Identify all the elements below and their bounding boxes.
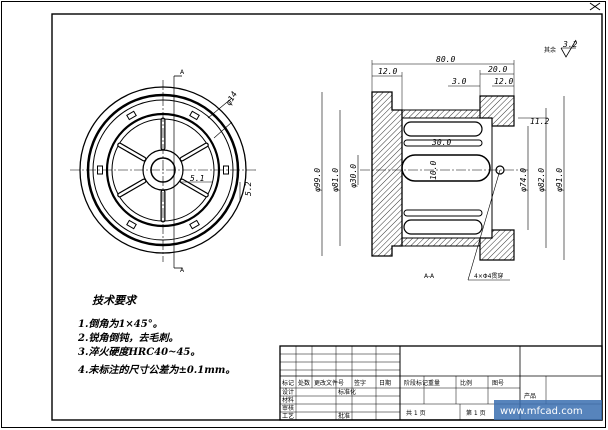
tech-notes-heading: 技术要求 — [92, 294, 138, 307]
radial-slot-inner — [118, 179, 146, 197]
dim-inner-step: 3.0 — [451, 77, 467, 86]
roughness-check-icon — [560, 39, 577, 58]
row-label-process: 工艺 — [282, 412, 294, 420]
radial-slot-inner — [118, 143, 146, 161]
dim-bore-left: φ81.0 — [331, 168, 340, 192]
dim-wall-thickness: 11.2 — [530, 117, 549, 126]
weight-label: 重量 — [428, 379, 440, 387]
std-label: 标准化 — [338, 388, 356, 396]
row-label-review: 审核 — [282, 404, 294, 412]
radial-slot-inner — [180, 179, 208, 197]
dim-right-1: φ74.0 — [519, 168, 528, 192]
dim-right-step-b: 12.0 — [494, 77, 513, 86]
dim-inner: φ30.0 — [349, 164, 358, 188]
dim-front-dia: φ14 — [224, 90, 239, 107]
col-label-sign: 签字 — [354, 379, 366, 387]
drawing-no-label: 图号 — [492, 380, 504, 387]
col-label-change-doc: 更改文件号 — [314, 379, 344, 387]
title-block: 标记 处数 更改文件号 签字 日期 设计 审核 工艺 标准化 批准 材料 阶段标… — [279, 345, 603, 421]
rim-notch — [189, 110, 200, 121]
tech-note-item: 1.倒角为1×45°。 — [78, 318, 163, 330]
section-view: 80.0 12.0 20.0 12.0 3.0 11.2 30.0 10.0 φ… — [313, 55, 565, 281]
roughness-label: 其余 — [544, 46, 556, 54]
dim-right-step-a: 20.0 — [488, 65, 507, 74]
col-label-date: 日期 — [379, 379, 391, 387]
sheet-number: 第 1 页 — [466, 409, 486, 417]
tech-note-item: 2.锐角倒钝，去毛刺。 — [77, 332, 178, 344]
watermark: www.mfcad.com — [500, 406, 583, 417]
slot-top-1 — [403, 121, 483, 137]
body-outline — [401, 117, 493, 239]
material-label: 材料 — [282, 396, 294, 404]
col-label-count: 处数 — [298, 379, 310, 387]
dim-outer-left: φ99.0 — [313, 168, 322, 192]
section-label-top: A — [180, 69, 185, 76]
section-view-label: A-A — [424, 273, 435, 280]
row-label-design: 设计 — [282, 388, 294, 396]
roughness-value: 3.2 — [562, 40, 578, 49]
rim-notch — [189, 219, 200, 230]
scale-label: 比例 — [460, 379, 472, 387]
dim-front-a: 5.1 — [190, 174, 204, 183]
stage-label: 阶段标记 — [404, 379, 428, 387]
tech-note-item: 3.淬火硬度HRC40~45。 — [78, 346, 200, 358]
front-view: A A φ14 5.1 5.2 — [70, 69, 256, 274]
section-label-bottom: A — [180, 267, 185, 274]
dim-right-2: φ82.0 — [537, 168, 546, 192]
slot-bottom-2 — [403, 219, 483, 235]
approve-label: 批准 — [338, 412, 350, 420]
dim-right-3: φ91.0 — [555, 168, 564, 192]
dim-slot-width: 10.0 — [429, 161, 438, 180]
leader-phi14 — [207, 97, 233, 119]
technical-requirements: 技术要求 1.倒角为1×45°。 2.锐角倒钝，去毛刺。 3.淬火硬度HRC40… — [77, 294, 235, 376]
leader-hole — [467, 169, 501, 281]
frame-corner-mark — [589, 2, 601, 11]
watermark-bg — [494, 400, 602, 420]
tech-note-item: 4.未标注的尺寸公差为±0.1mm。 — [78, 364, 235, 376]
left-flange-section — [371, 91, 403, 257]
dim-flange-width: 12.0 — [378, 67, 397, 76]
product-label: 产品 — [524, 392, 536, 400]
dim-front-b: 5.2 — [244, 181, 253, 196]
hole-callout: 4×Φ4贯穿 — [474, 272, 503, 280]
slot-bottom-1 — [403, 209, 483, 217]
top-wall-section — [401, 109, 481, 119]
rim-notch — [126, 219, 137, 230]
right-end-section-bottom — [479, 229, 515, 261]
sheet-total: 共 1 页 — [406, 409, 426, 417]
col-label-mark: 标记 — [282, 379, 294, 387]
leader-front — [213, 121, 233, 139]
rim-notch — [126, 110, 137, 121]
right-end-section-top — [479, 95, 515, 127]
dim-slot-length: 30.0 — [431, 138, 451, 147]
roughness-symbol: 其余 3.2 — [544, 39, 578, 58]
title-block-frame — [279, 345, 603, 421]
radial-slot-inner — [180, 143, 208, 161]
dim-overall-length: 80.0 — [436, 55, 455, 64]
slot-middle — [401, 154, 491, 182]
bottom-wall-section — [401, 237, 481, 247]
